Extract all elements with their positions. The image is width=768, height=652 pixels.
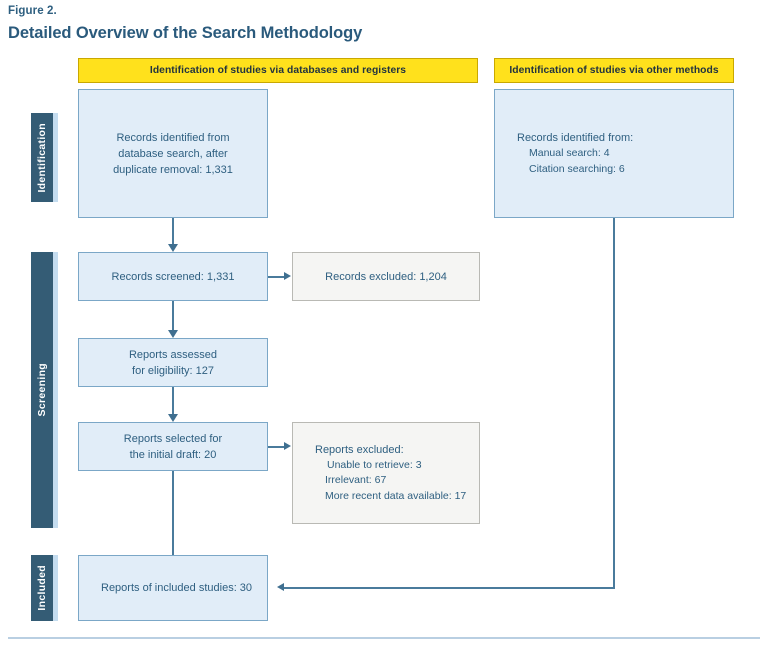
- stage-rail-identification: Identification: [31, 113, 58, 202]
- arrow-down-icon: [168, 414, 178, 422]
- node-reports-excluded-heading: Reports excluded:: [315, 443, 404, 456]
- node-reports-selected-line1: Reports selected for: [123, 432, 223, 445]
- connector-selected-to-excluded: [268, 446, 284, 448]
- connector-screened-to-excluded: [268, 276, 284, 278]
- stage-rail-identification-label: Identification: [36, 122, 48, 193]
- stage-rail-included: Included: [31, 555, 58, 621]
- node-other-methods-heading: Records identified from:: [517, 132, 634, 144]
- node-reports-assessed: Reports assessed for eligibility: 127: [78, 338, 268, 387]
- node-records-identified-line2: database search, after: [118, 147, 228, 160]
- node-records-excluded: Records excluded: 1,204: [292, 252, 480, 301]
- arrow-down-icon: [168, 244, 178, 252]
- banner-databases-registers: Identification of studies via databases …: [78, 58, 478, 83]
- node-reports-assessed-line1: Reports assessed: [128, 348, 218, 361]
- arrow-down-icon: [168, 330, 178, 338]
- stage-rail-included-label: Included: [36, 565, 48, 611]
- connector-other-methods-down: [613, 218, 615, 588]
- node-reports-excluded-item-unable: Unable to retrieve: 3: [327, 458, 422, 471]
- stage-rail-screening-label: Screening: [36, 363, 48, 417]
- banner-other-methods: Identification of studies via other meth…: [494, 58, 734, 83]
- node-other-methods-item-citation: Citation searching: 6: [529, 162, 625, 175]
- node-records-screened: Records screened: 1,331: [78, 252, 268, 301]
- node-reports-selected-line2: the initial draft: 20: [129, 448, 217, 461]
- node-records-identified-line3: duplicate removal: 1,331: [113, 163, 233, 176]
- arrow-right-icon: [284, 272, 291, 280]
- node-reports-excluded-item-irrelevant: Irrelevant: 67: [325, 474, 387, 487]
- node-other-methods: Records identified from: Manual search: …: [494, 89, 734, 218]
- page-title: Detailed Overview of the Search Methodol…: [8, 24, 363, 42]
- connector-screened-to-assessed: [172, 301, 174, 330]
- node-included-studies-text: Reports of included studies: 30: [101, 582, 253, 594]
- node-other-methods-item-manual: Manual search: 4: [529, 147, 610, 159]
- figure-label: Figure 2.: [8, 5, 57, 17]
- node-records-screened-text: Records screened: 1,331: [111, 270, 235, 283]
- node-records-identified: Records identified from database search,…: [78, 89, 268, 218]
- connector-other-methods-to-included: [284, 587, 615, 589]
- bottom-divider: [8, 637, 760, 639]
- node-reports-excluded-item-recent: More recent data available: 17: [325, 489, 467, 502]
- node-reports-excluded: Reports excluded: Unable to retrieve: 3 …: [292, 422, 480, 524]
- node-records-identified-line1: Records identified from: [116, 131, 230, 144]
- connector-identified-to-screened: [172, 218, 174, 244]
- node-reports-assessed-line2: for eligibility: 127: [132, 364, 214, 377]
- arrow-left-icon: [277, 583, 284, 591]
- connector-selected-to-included: [172, 471, 174, 555]
- arrow-right-icon: [284, 442, 291, 450]
- node-records-excluded-text: Records excluded: 1,204: [325, 270, 447, 283]
- stage-rail-screening: Screening: [31, 252, 58, 528]
- connector-assessed-to-selected: [172, 387, 174, 414]
- node-reports-selected: Reports selected for the initial draft: …: [78, 422, 268, 471]
- node-included-studies: Reports of included studies: 30: [78, 555, 268, 621]
